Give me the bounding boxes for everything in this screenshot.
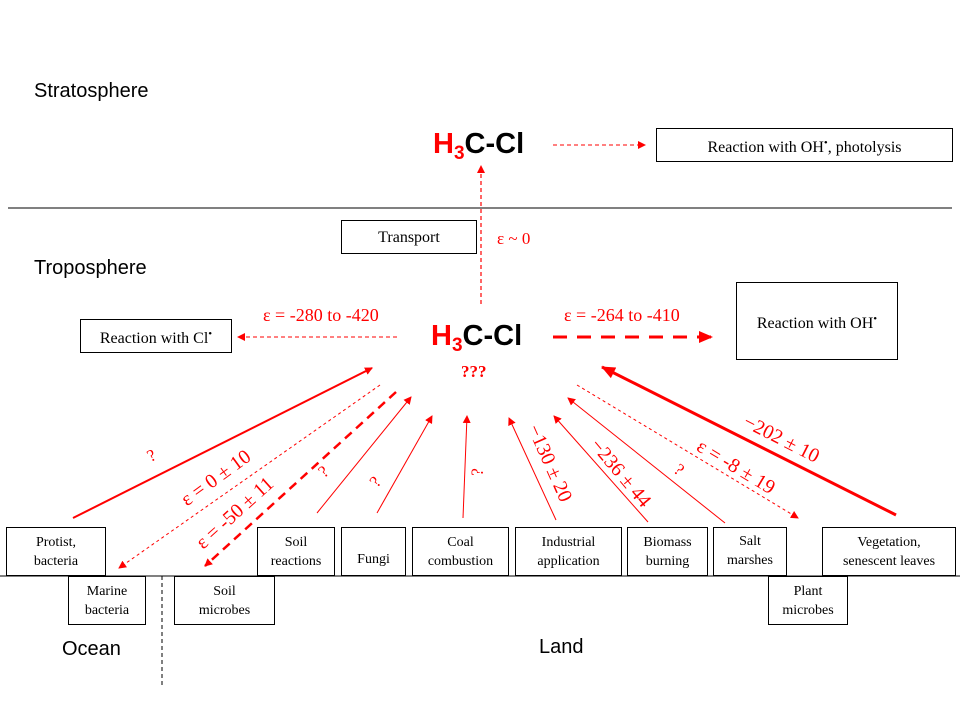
arrow-coal [462,415,471,519]
box-transport[interactable]: Transport [341,220,477,254]
cl-epsilon: ε = -280 to -420 [263,305,379,325]
molecule-troposphere: H3C-Cl [431,320,522,357]
arrow-vegetation [601,365,897,517]
box-text: Protist,bacteria [33,534,79,569]
region-label-land: Land [539,636,584,658]
arrow-soil-microbes [204,391,397,567]
unknown-marker: ??? [461,362,487,381]
oh-epsilon: ε = -264 to -410 [564,305,680,325]
arrow-biomass [553,415,649,523]
molecule-rest: C-Cl [462,320,523,352]
box-text: Reaction with OH•, photolysis [707,136,902,156]
label-coal: ? [467,467,487,477]
molecule-subscript: 3 [451,335,463,356]
region-label-stratosphere: Stratosphere [34,80,149,102]
molecule-subscript: 3 [453,143,465,164]
arrow-salt [567,397,726,524]
box-text: Reaction with Cl• [99,327,213,347]
molecule-rest: C-Cl [464,128,525,160]
box-cl-reaction[interactable]: Reaction with Cl• [80,319,232,353]
molecule-h: H [431,320,452,352]
region-label-ocean: Ocean [62,638,121,660]
arrow-marine [118,384,381,569]
box-text: Vegetation,senescent leaves [842,534,936,569]
arrow-soil-reactions [316,396,412,514]
transport-epsilon: ε ~ 0 [497,229,531,248]
box-oh-reaction[interactable]: Reaction with OH• [736,282,898,360]
box-text: Fungi [357,552,390,567]
box-text: Reaction with OH• [756,312,878,332]
box-protist-bacteria[interactable]: Protist,bacteria [6,527,106,576]
arrow-protist [72,367,373,519]
arrow-fungi [376,415,433,514]
box-strat-oh-photolysis[interactable]: Reaction with OH•, photolysis [656,128,953,162]
box-fungi[interactable]: Fungi [341,527,406,576]
molecule-stratosphere: H3C-Cl [433,128,524,165]
region-label-troposphere: Troposphere [34,257,147,279]
arrow-plant-microbes [576,384,799,519]
arrow-industrial [508,417,557,521]
box-vegetation[interactable]: Vegetation,senescent leaves [822,527,956,576]
molecule-h: H [433,128,454,160]
